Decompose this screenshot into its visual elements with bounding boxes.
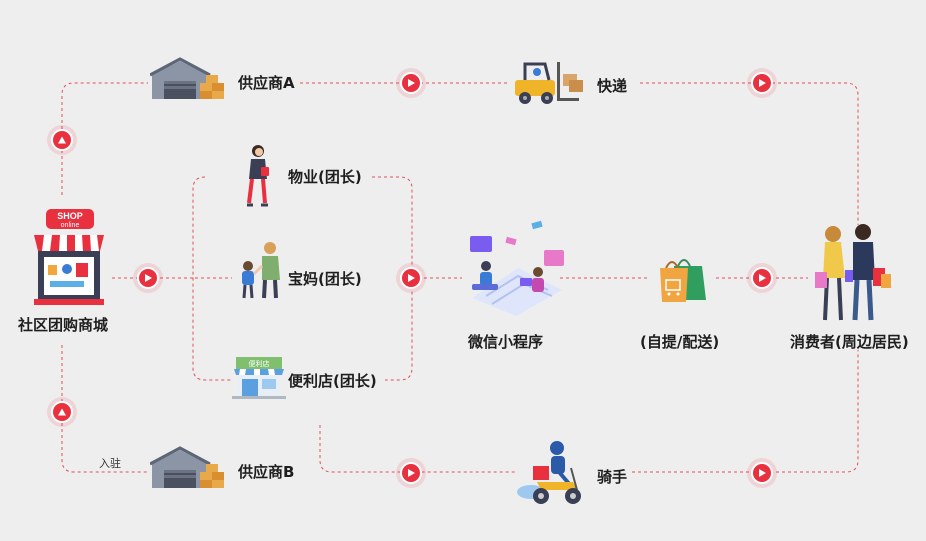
property-label: 物业(团长): [288, 168, 362, 186]
settle-in-label: 入驻: [99, 457, 121, 470]
line-leaders-left-bracket: [192, 176, 232, 381]
arrow-right-marker: [747, 68, 777, 98]
arrow-right-marker: [396, 68, 426, 98]
shop-sign-text: SHOP: [57, 211, 83, 221]
arrow-right-marker: [396, 263, 426, 293]
line-mall-to-supplier-a: [61, 82, 148, 195]
arrow-right-marker: [747, 458, 777, 488]
mini-program-illustration-icon: [470, 220, 564, 316]
rider-label: 骑手: [597, 468, 628, 486]
arrow-right-marker: [396, 458, 426, 488]
miniapp-node: [462, 220, 566, 320]
shopping-bags-icon: [660, 259, 706, 302]
convenience-store-icon: 便利店: [232, 357, 286, 399]
pickup-node: [656, 252, 710, 308]
arrow-right-marker: [747, 263, 777, 293]
arrow-right-marker: [133, 263, 163, 293]
line-leaders-right-bracket: [372, 176, 413, 381]
supplier-b-label: 供应商B: [238, 463, 295, 481]
scooter-rider-icon: [517, 441, 581, 504]
supplier-a-label: 供应商A: [238, 74, 295, 92]
express-label: 快递: [597, 77, 628, 95]
arrow-up-marker: [47, 397, 77, 427]
warehouse-icon: [149, 446, 224, 488]
property-node: [243, 143, 273, 213]
line-hub-to-rider: [319, 425, 515, 473]
arrow-up-marker: [47, 125, 77, 155]
line-mall-to-supplier-b: [61, 345, 148, 473]
consumer-label: 消费者(周边居民): [790, 333, 909, 351]
mom-label: 宝妈(团长): [288, 270, 362, 288]
online-shop-icon: SHOP online: [34, 209, 104, 305]
express-node: [511, 58, 589, 110]
woman-figure-icon: [247, 145, 269, 207]
store-node: 便利店: [232, 355, 286, 403]
warehouse-icon: [149, 57, 224, 99]
shop-sign-subtext: online: [61, 222, 80, 229]
consumer-node: [811, 222, 893, 330]
mother-child-icon: [242, 242, 280, 299]
mom-node: [234, 240, 284, 306]
mall-node: SHOP online: [30, 205, 108, 313]
store-sign-text: 便利店: [249, 359, 270, 368]
line-express-to-consumer: [640, 82, 859, 225]
pickup-label: (自提/配送): [640, 333, 720, 351]
supplier-a-node: [149, 57, 230, 105]
mall-label: 社区团购商城: [18, 316, 109, 334]
miniapp-label: 微信小程序: [468, 333, 544, 351]
store-label: 便利店(团长): [288, 372, 377, 390]
supplier-b-node: [149, 446, 230, 494]
shopping-couple-icon: [815, 224, 891, 321]
line-rider-to-consumer: [632, 350, 859, 473]
forklift-icon: [515, 62, 583, 104]
rider-node: [515, 436, 587, 514]
